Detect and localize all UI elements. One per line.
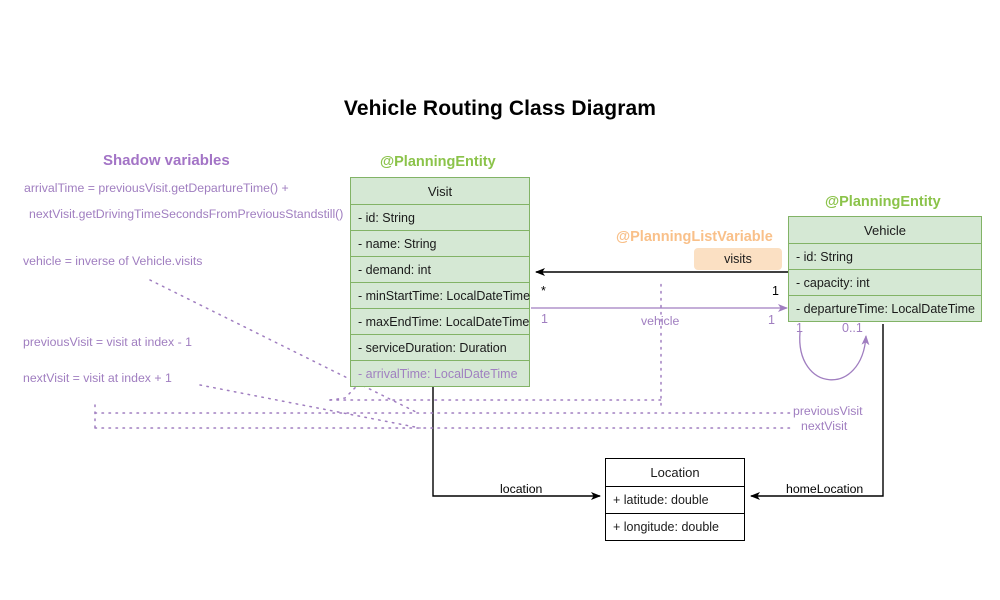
visits-target-multiplicity: *: [541, 284, 546, 298]
vehicle-class-name: Vehicle: [864, 222, 906, 238]
label-next-visit: nextVisit: [801, 419, 848, 433]
shadow-note-arrival-time-2: nextVisit.getDrivingTimeSecondsFromPrevi…: [29, 207, 344, 221]
vehicle-target-multiplicity: 1: [768, 313, 775, 327]
visit-attribute-max-end-time: - maxEndTime: LocalDateTime: [351, 308, 529, 334]
visit-chain-source-multiplicity: 1: [796, 321, 803, 335]
shadow-note-arrival-time-1: arrivalTime = previousVisit.getDeparture…: [24, 181, 289, 195]
edge-visit-chain-loop: [799, 331, 870, 381]
location-class-name: Location: [650, 465, 700, 480]
visits-stereotype: @PlanningListVariable: [616, 229, 773, 245]
visit-attribute-service-duration: - serviceDuration: Duration: [351, 334, 529, 360]
visit-attribute-demand: - demand: int: [351, 256, 529, 282]
shadow-note-vehicle: vehicle = inverse of Vehicle.visits: [23, 254, 203, 268]
visits-source-multiplicity: 1: [772, 284, 779, 298]
home-location-relation-label: homeLocation: [786, 482, 864, 496]
visit-attribute-id: - id: String: [351, 204, 529, 230]
vehicle-stereotype: @PlanningEntity: [825, 194, 941, 210]
visit-class-name: Visit: [427, 183, 453, 199]
visits-badge[interactable]: visits: [694, 248, 782, 270]
shadow-note-previous-visit: previousVisit = visit at index - 1: [23, 335, 192, 349]
visit-attribute-name: - name: String: [351, 230, 529, 256]
vehicle-attribute-id: - id: String: [789, 243, 981, 269]
vehicle-attribute-departure-time: - departureTime: LocalDateTime: [789, 295, 981, 321]
location-attribute-longitude: + longitude: double: [606, 513, 744, 540]
location-attribute-latitude: + latitude: double: [606, 486, 744, 513]
vehicle-relation-label: vehicle: [641, 314, 680, 328]
class-box-visit[interactable]: Visit - id: String - name: String - dema…: [350, 177, 530, 387]
label-previous-visit: previousVisit: [793, 404, 863, 418]
visit-attribute-min-start-time: - minStartTime: LocalDateTime: [351, 282, 530, 308]
class-box-vehicle[interactable]: Vehicle - id: String - capacity: int - d…: [788, 216, 982, 322]
shadow-variables-heading: Shadow variables: [103, 152, 230, 169]
visit-chain-target-multiplicity: 0..1: [842, 321, 863, 335]
location-relation-label: location: [500, 482, 543, 496]
leader-chain-diagonal: [199, 384, 421, 429]
vehicle-source-multiplicity: 1: [541, 312, 548, 326]
page-title: Vehicle Routing Class Diagram: [343, 97, 657, 120]
edge-location-line: [432, 382, 601, 500]
class-box-location[interactable]: Location + latitude: double + longitude:…: [605, 458, 745, 541]
visit-attribute-arrival-time: - arrivalTime: LocalDateTime: [351, 360, 529, 386]
visit-stereotype: @PlanningEntity: [380, 154, 496, 170]
shadow-note-next-visit: nextVisit = visit at index + 1: [23, 371, 172, 385]
vehicle-attribute-capacity: - capacity: int: [789, 269, 981, 295]
